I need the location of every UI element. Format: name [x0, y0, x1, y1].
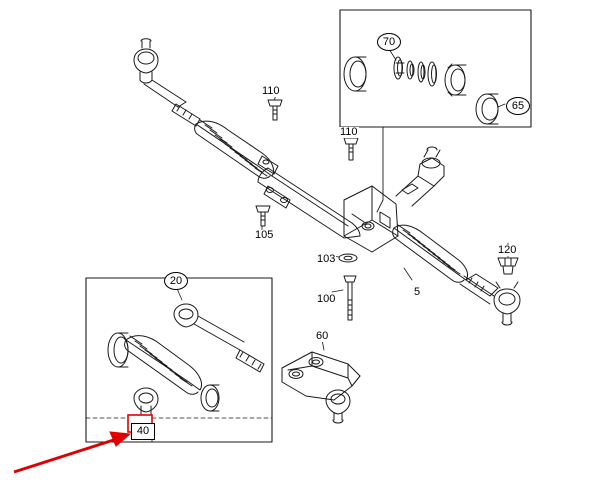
- callout-120-label: 120: [498, 244, 517, 256]
- red-pointer-arrow-shaft: [13, 434, 127, 474]
- callout-110-top-label: 110: [262, 85, 280, 97]
- callout-40-label: 40: [136, 425, 150, 437]
- callout-60-label: 60: [316, 330, 329, 342]
- callout-65[interactable]: 65: [506, 97, 530, 115]
- right-bellows-boot: [392, 224, 469, 283]
- callout-110-second-label: 110: [340, 126, 358, 138]
- callout-20-label: 20: [169, 274, 183, 287]
- left-bellows-boot: [194, 119, 275, 179]
- callout-leaders: [403, 242, 509, 281]
- callout-105[interactable]: 105: [254, 229, 275, 241]
- callout-103-label: 103: [317, 253, 336, 265]
- callout-5[interactable]: 5: [413, 286, 422, 298]
- steering-knuckle-arm: [281, 339, 361, 424]
- callout-100[interactable]: 100: [316, 293, 337, 305]
- red-pointer-arrow-head: [109, 431, 132, 447]
- callout-5-label: 5: [414, 286, 421, 298]
- callout-40[interactable]: 40: [131, 423, 155, 440]
- callout-60[interactable]: 60: [315, 330, 330, 342]
- callout-65-label: 65: [511, 99, 525, 112]
- callout-120[interactable]: 120: [497, 244, 518, 256]
- steering-rack-housing: [257, 146, 445, 253]
- left-outer-tie-rod: [133, 38, 201, 127]
- callout-70-label: 70: [382, 35, 396, 48]
- callout-70[interactable]: 70: [377, 33, 401, 51]
- callout-20[interactable]: 20: [164, 272, 188, 290]
- callout-105-label: 105: [255, 229, 274, 241]
- right-outer-tie-rod: [459, 273, 521, 326]
- upper-assembly-box: [339, 9, 532, 213]
- callout-110-top[interactable]: 110: [261, 86, 281, 97]
- callout-110-second[interactable]: 110: [339, 127, 359, 138]
- inner-tie-rod-kit-box: [85, 277, 273, 443]
- callout-100-label: 100: [317, 293, 336, 305]
- callout-103[interactable]: 103: [316, 253, 337, 265]
